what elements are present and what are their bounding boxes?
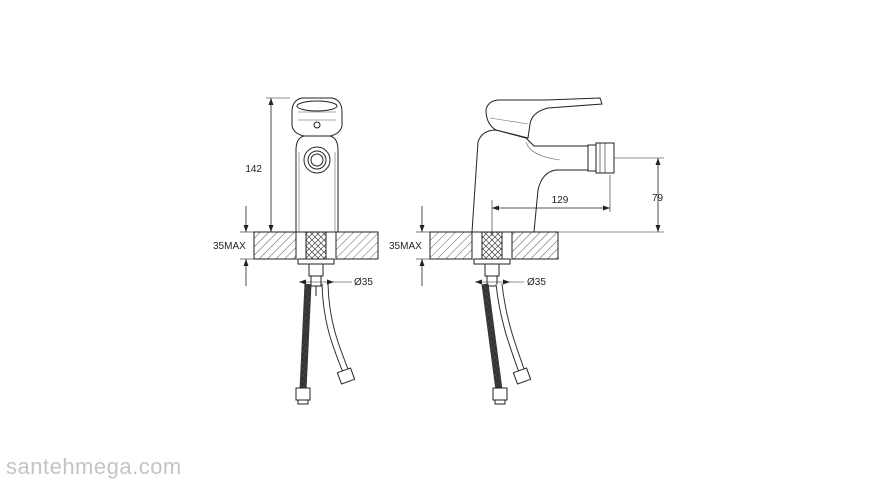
side-shank xyxy=(481,231,503,263)
side-hose-nut-left xyxy=(492,387,508,401)
front-cap-screw xyxy=(313,121,321,129)
side-view xyxy=(416,97,664,405)
side-faucet-body xyxy=(471,129,589,233)
front-height-label: 142 xyxy=(245,164,262,175)
side-reach-label: 129 xyxy=(552,195,569,206)
front-hose-nut-right xyxy=(336,367,356,385)
watermark: santehmega.com xyxy=(6,454,182,479)
front-hose-nut-left xyxy=(295,387,311,401)
side-hole-label: Ø35 xyxy=(527,277,546,288)
front-view xyxy=(240,97,379,405)
front-hole-label: Ø35 xyxy=(354,277,373,288)
side-hose-nut-right xyxy=(512,367,532,385)
side-outlet-height-label: 79 xyxy=(652,193,664,204)
front-deck-label: 35MAX xyxy=(213,241,246,252)
side-lever-handle xyxy=(485,97,603,139)
front-shank xyxy=(305,231,327,263)
side-spray-nozzle xyxy=(587,144,597,172)
side-deck-label: 35MAX xyxy=(389,241,422,252)
